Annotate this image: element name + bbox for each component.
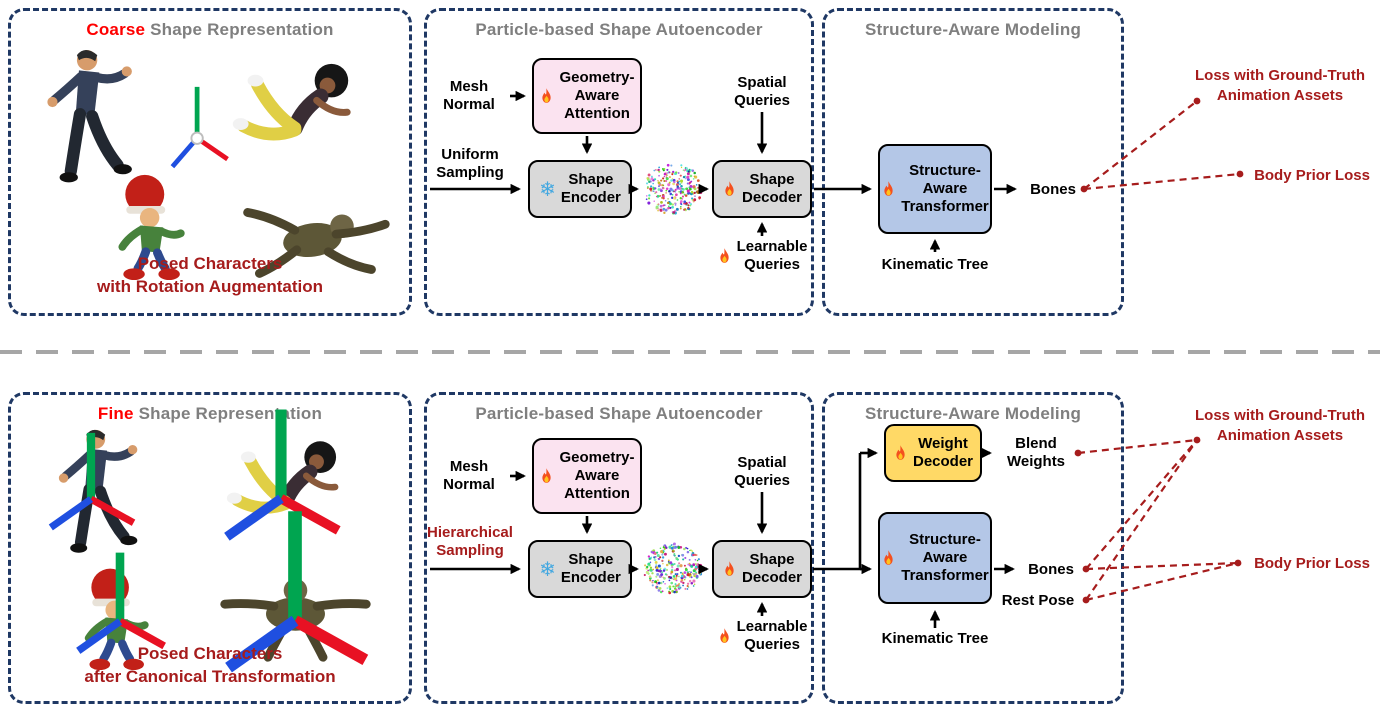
- fire-icon: [722, 180, 737, 199]
- title-highlight: Fine: [98, 404, 134, 423]
- fine-caption: Posed Characters after Canonical Transfo…: [11, 643, 409, 689]
- weight-decoder-box: Weight Decoder: [884, 424, 982, 482]
- shape-decoder-label: Shape Decoder: [742, 171, 802, 206]
- bones-label: Bones: [1022, 561, 1080, 579]
- body-prior-loss-label: Body Prior Loss: [1244, 554, 1380, 574]
- learnable-queries-label: Learnable Queries: [737, 238, 808, 275]
- fire-icon: [539, 87, 554, 106]
- spatial-queries-label: Spatial Queries: [722, 74, 802, 111]
- fire-icon: [717, 247, 732, 266]
- kinematic-tree-label: Kinematic Tree: [845, 630, 1025, 648]
- shape-encoder-box: ❄ Shape Encoder: [528, 160, 632, 218]
- mesh-normal-label: Mesh Normal: [428, 78, 510, 115]
- rest-pose-label: Rest Pose: [994, 592, 1082, 610]
- coarse-caption: Posed Characters with Rotation Augmentat…: [11, 253, 409, 299]
- posed-character-woman: [216, 53, 364, 186]
- fire-icon: [539, 467, 554, 486]
- kinematic-tree-label: Kinematic Tree: [845, 256, 1025, 274]
- fire-icon: [893, 444, 908, 463]
- fire-icon: [717, 627, 732, 646]
- sampling-label: Hierarchical Sampling: [422, 524, 518, 561]
- ground-truth-loss-label: Loss with Ground-Truth Animation Assets: [1180, 66, 1380, 105]
- structure-aware-transformer-label: Structure- Aware Transformer: [901, 162, 989, 215]
- fire-icon: [881, 549, 896, 568]
- shape-encoder-box: ❄ Shape Encoder: [528, 540, 632, 598]
- snowflake-icon: ❄: [539, 179, 556, 199]
- geometry-aware-attention-label: Geometry- Aware Attention: [559, 69, 634, 122]
- bones-label: Bones: [1024, 181, 1082, 199]
- panel-title-autoencoder: Particle-based Shape Autoencoder: [427, 404, 811, 424]
- latent-point-cloud: [642, 160, 704, 218]
- stage-divider: [0, 350, 1380, 354]
- geometry-aware-attention-label: Geometry- Aware Attention: [559, 449, 634, 502]
- rotation-axis-icon: [161, 83, 237, 183]
- shape-decoder-box: Shape Decoder: [712, 540, 812, 598]
- panel-title-autoencoder: Particle-based Shape Autoencoder: [427, 20, 811, 40]
- title-highlight: Coarse: [86, 20, 145, 39]
- ground-truth-loss-label: Loss with Ground-Truth Animation Assets: [1180, 406, 1380, 445]
- mesh-normal-label: Mesh Normal: [428, 458, 510, 495]
- geometry-aware-attention-box: Geometry- Aware Attention: [532, 438, 642, 514]
- geometry-aware-attention-box: Geometry- Aware Attention: [532, 58, 642, 134]
- structure-aware-transformer-box: Structure- Aware Transformer: [878, 512, 992, 604]
- blend-weights-label: Blend Weights: [996, 435, 1076, 472]
- fire-icon: [722, 560, 737, 579]
- panel-title-structure: Structure-Aware Modeling: [825, 20, 1121, 40]
- sampling-label: Uniform Sampling: [426, 146, 514, 183]
- shape-decoder-box: Shape Decoder: [712, 160, 812, 218]
- panel-title-structure: Structure-Aware Modeling: [825, 404, 1121, 424]
- weight-decoder-label: Weight Decoder: [913, 435, 973, 470]
- title-rest: Shape Representation: [150, 20, 334, 39]
- body-prior-loss-label: Body Prior Loss: [1244, 166, 1380, 186]
- fine-representation-panel: Fine Shape Representation: [8, 392, 412, 704]
- structure-aware-transformer-box: Structure- Aware Transformer: [878, 144, 992, 234]
- learnable-queries-label: Learnable Queries: [737, 618, 808, 655]
- coarse-representation-panel: Coarse Shape Representation: [8, 8, 412, 316]
- shape-encoder-label: Shape Encoder: [561, 171, 621, 206]
- shape-encoder-label: Shape Encoder: [561, 551, 621, 586]
- panel-title-coarse: Coarse Shape Representation: [11, 20, 409, 40]
- learnable-queries: Learnable Queries: [700, 238, 824, 275]
- snowflake-icon: ❄: [539, 559, 556, 579]
- structure-aware-transformer-label: Structure- Aware Transformer: [901, 531, 989, 584]
- learnable-queries: Learnable Queries: [700, 618, 824, 655]
- fire-icon: [881, 180, 896, 199]
- shape-decoder-label: Shape Decoder: [742, 551, 802, 586]
- canonical-axis-icon: [39, 428, 143, 556]
- latent-point-cloud: [642, 540, 704, 598]
- spatial-queries-label: Spatial Queries: [722, 454, 802, 491]
